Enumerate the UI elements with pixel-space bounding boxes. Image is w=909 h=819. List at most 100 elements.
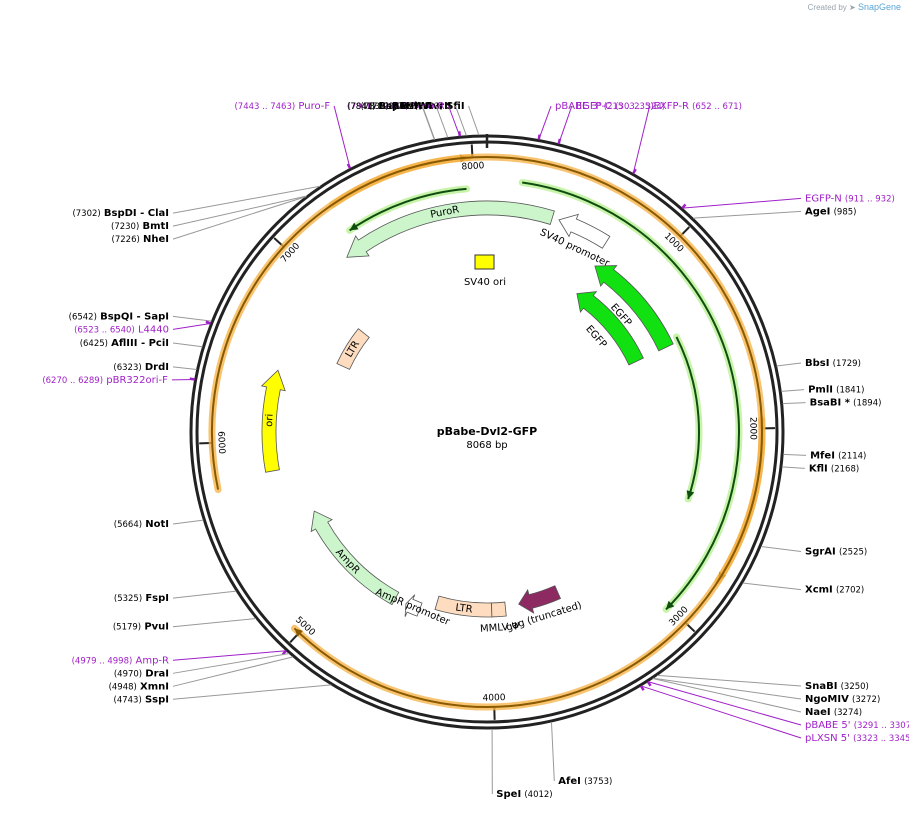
site-position: (911 .. 932) — [845, 194, 895, 204]
feature-ampr-promoter — [404, 594, 423, 617]
orange-arc — [211, 156, 764, 708]
site-leader-line — [538, 105, 552, 140]
site-position: (2168) — [831, 464, 859, 474]
credit-created-by: Created by — [807, 3, 847, 12]
site-name: XmnI — [140, 681, 169, 692]
orange-arc-glow — [328, 154, 472, 209]
feature-label: MMLV Ψ — [480, 621, 520, 635]
site-leader-line — [172, 185, 321, 214]
site-name: pBABE 3' — [555, 101, 601, 112]
primer-mark — [646, 680, 652, 687]
primer-mark — [205, 320, 211, 325]
site-leader-line — [653, 677, 802, 700]
site-name: PmlI — [808, 385, 833, 396]
site-label: (7839) RsrII — [361, 101, 418, 112]
site-name: BbsI — [805, 358, 829, 369]
feature-label: LTR — [455, 602, 474, 615]
site-leader-line — [172, 656, 294, 687]
orange-arc-head — [294, 628, 304, 637]
site-label: (4970) DraI — [114, 668, 169, 679]
site-label: (7443 .. 7463) Puro-F — [234, 101, 330, 112]
site-leader-line — [468, 105, 480, 136]
site-position: (1729) — [833, 359, 861, 369]
plasmid-length: 8068 bp — [466, 440, 507, 451]
site-name: pBABE 5' — [805, 720, 851, 731]
site-leader-line — [782, 402, 806, 405]
site-label: (6542) BspQI - SapI — [69, 311, 169, 322]
site-name: FspI — [145, 593, 169, 604]
feature-ampr — [310, 510, 400, 606]
primer-mark — [681, 203, 687, 209]
site-name: Puro-F — [298, 101, 330, 112]
tick-label: 6000 — [215, 431, 226, 455]
site-position: (1894) — [853, 399, 881, 409]
site-leader-line — [172, 684, 332, 700]
feature-puror — [346, 200, 555, 258]
site-position: (4743) — [114, 695, 142, 705]
site-position: (7302) — [72, 209, 100, 219]
site-name: NotI — [145, 519, 169, 530]
site-leader-line — [455, 105, 467, 136]
green-arc — [522, 181, 740, 611]
site-leader-line — [333, 105, 351, 169]
site-leader-line — [172, 195, 307, 227]
site-position: (1841) — [836, 386, 864, 396]
site-leader-line — [640, 685, 802, 739]
site-position: (7841) — [347, 102, 375, 112]
site-leader-line — [693, 210, 802, 219]
site-name: NaeI — [805, 707, 831, 718]
site-name: AgeI — [805, 206, 830, 217]
site-position: (7940 .. 7959) — [348, 102, 409, 112]
green-arc-head — [686, 490, 695, 500]
plasmid-name: pBabe-Dvl2-GFP — [437, 425, 537, 438]
green-arc-glow — [518, 179, 743, 613]
site-position: (3291 .. 3307) — [854, 721, 909, 731]
feature-arcs — [208, 153, 766, 711]
site-position: (7839) — [361, 102, 389, 112]
site-label: NaeI (3274) — [805, 707, 862, 718]
site-position: (7226) — [112, 235, 140, 245]
site-position: (4948) — [109, 682, 137, 692]
site-label: AfeI (3753) — [558, 776, 612, 787]
site-leader-line — [781, 466, 805, 469]
site-position: (985) — [834, 207, 857, 217]
site-name: Amp-R — [136, 655, 170, 666]
site-leader-line — [172, 618, 256, 628]
site-leader-line — [776, 362, 802, 367]
tick-label: 8000 — [461, 161, 485, 172]
primer-mark — [632, 168, 637, 175]
site-leader-line — [448, 105, 461, 137]
site-name: EGFP-C — [576, 101, 612, 112]
site-label: (6425) AflIII - PciI — [80, 338, 169, 349]
site-name: pLXSN 5' — [805, 733, 850, 744]
feature-sv40-promoter — [558, 213, 611, 249]
site-label: NgoMIV (3272) — [805, 694, 880, 705]
site-position: (6270 .. 6289) — [42, 376, 103, 386]
site-leader-line — [652, 677, 802, 713]
site-leader-line — [657, 674, 802, 687]
site-position: (7230) — [111, 222, 139, 232]
site-label: PmlI (1841) — [808, 385, 864, 396]
primer-mark — [281, 649, 288, 656]
site-leader-line — [781, 389, 805, 392]
sv40-ori-box — [474, 254, 495, 270]
site-leader-line — [172, 315, 212, 322]
credit-brand: SnapGene — [857, 2, 901, 12]
site-name: AfeI — [558, 776, 581, 787]
site-position: (6523 .. 6540) — [74, 325, 135, 335]
feature-ltr — [434, 595, 493, 618]
site-label: MfeI (2114) — [810, 450, 866, 461]
site-label: (7979) AvrII — [394, 101, 452, 112]
site-name: AflIII - PciI — [111, 338, 169, 349]
site-name: BsiWI — [400, 101, 432, 112]
green-arc — [675, 336, 700, 500]
site-label: (7841) BspEI * — [347, 101, 419, 112]
site-position: (2114) — [838, 451, 866, 461]
primer-mark — [639, 685, 645, 691]
tick-label: 2000 — [747, 417, 757, 440]
site-position: (215 .. 235) — [604, 102, 654, 112]
site-label: (4948) XmnI — [109, 681, 169, 692]
site-name: BsaBI * — [810, 398, 851, 409]
